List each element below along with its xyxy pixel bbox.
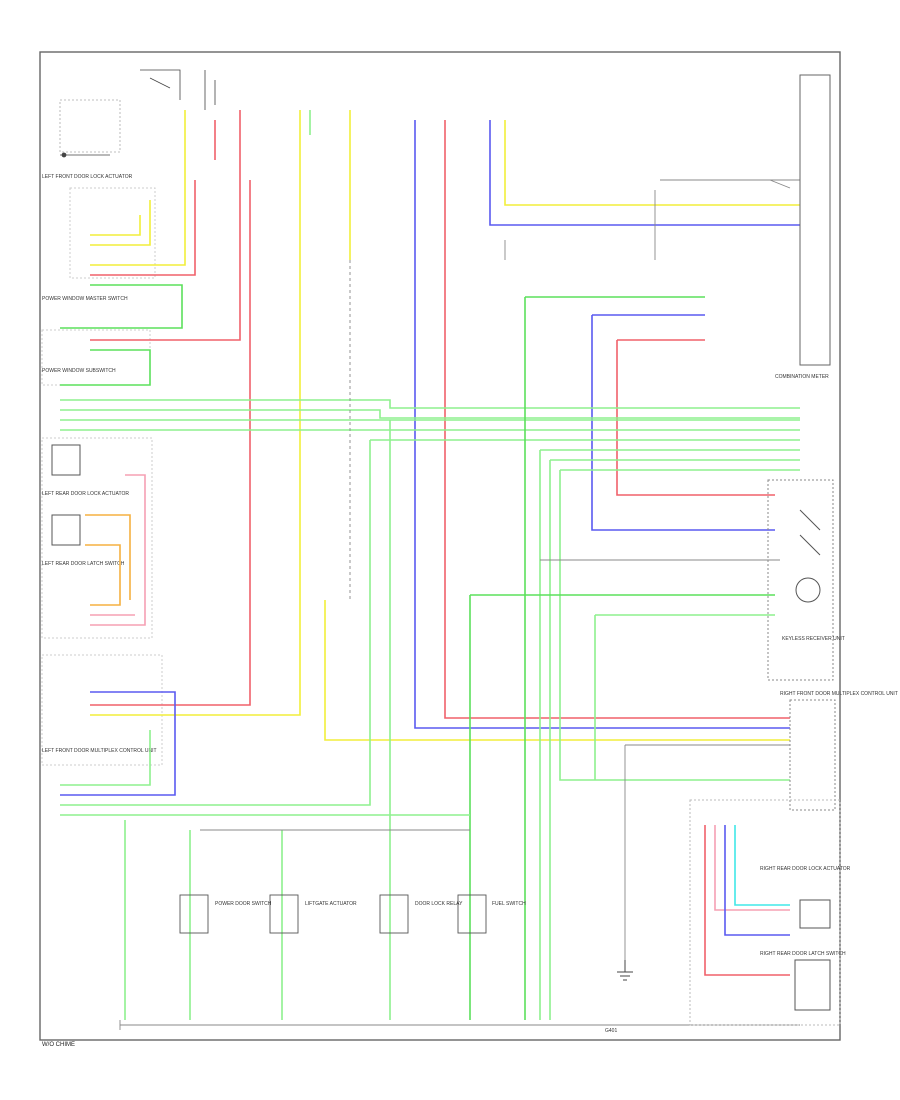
top-left-components (59, 69, 216, 158)
right-control-unit: RIGHT FRONT DOOR MULTIPLEX CONTROL UNIT (780, 691, 898, 811)
diagram-caption: W/O CHIME (42, 1042, 75, 1048)
power-door-switch-label: POWER DOOR SWITCH (215, 901, 272, 907)
left-rear-door-lock: LEFT REAR DOOR LOCK ACTUATOR LEFT REAR D… (41, 437, 153, 639)
left-rear-sensor-label: LEFT REAR DOOR LATCH SWITCH (42, 561, 125, 567)
connector-block-1: LEFT FRONT DOOR LOCK ACTUATOR (42, 174, 156, 279)
power-window-master-label: POWER WINDOW MASTER SWITCH (42, 296, 128, 302)
liftgate-actuator-label: LIFTGATE ACTUATOR (305, 901, 357, 907)
left-door-module-label: LEFT FRONT DOOR MULTIPLEX CONTROL UNIT (42, 748, 157, 754)
keyless-receiver-label: KEYLESS RECEIVER UNIT (782, 636, 845, 642)
diagram-frame (39, 51, 841, 1041)
combination-meter: COMBINATION METER (775, 74, 831, 380)
bottom-components (179, 894, 487, 934)
ground-point-label: G401 (605, 1028, 617, 1034)
fuel-switch-label: FUEL SWITCH (492, 901, 526, 907)
right-rear-sensor-label: RIGHT REAR DOOR LATCH SWITCH (760, 951, 846, 957)
right-control-unit-label: RIGHT FRONT DOOR MULTIPLEX CONTROL UNIT (780, 691, 898, 697)
ground-wires (119, 179, 800, 1030)
connector-block-2 (41, 329, 151, 386)
right-door-lock: RIGHT REAR DOOR LOCK ACTUATOR RIGHT REAR… (689, 799, 851, 1026)
ground-symbol (617, 960, 633, 981)
left-door-lock-label: LEFT FRONT DOOR LOCK ACTUATOR (42, 174, 133, 180)
left-rear-lock-label: LEFT REAR DOOR LOCK ACTUATOR (42, 491, 129, 497)
left-door-module: LEFT FRONT DOOR MULTIPLEX CONTROL UNIT (41, 654, 163, 766)
right-door-lock-label: RIGHT REAR DOOR LOCK ACTUATOR (760, 866, 851, 872)
power-window-switch-label: POWER WINDOW SUBSWITCH (42, 368, 116, 374)
keyless-receiver: KEYLESS RECEIVER UNIT (767, 479, 845, 681)
combination-meter-label: COMBINATION METER (775, 374, 829, 380)
wires (60, 110, 800, 1020)
door-lock-relay-label: DOOR LOCK RELAY (415, 901, 463, 907)
